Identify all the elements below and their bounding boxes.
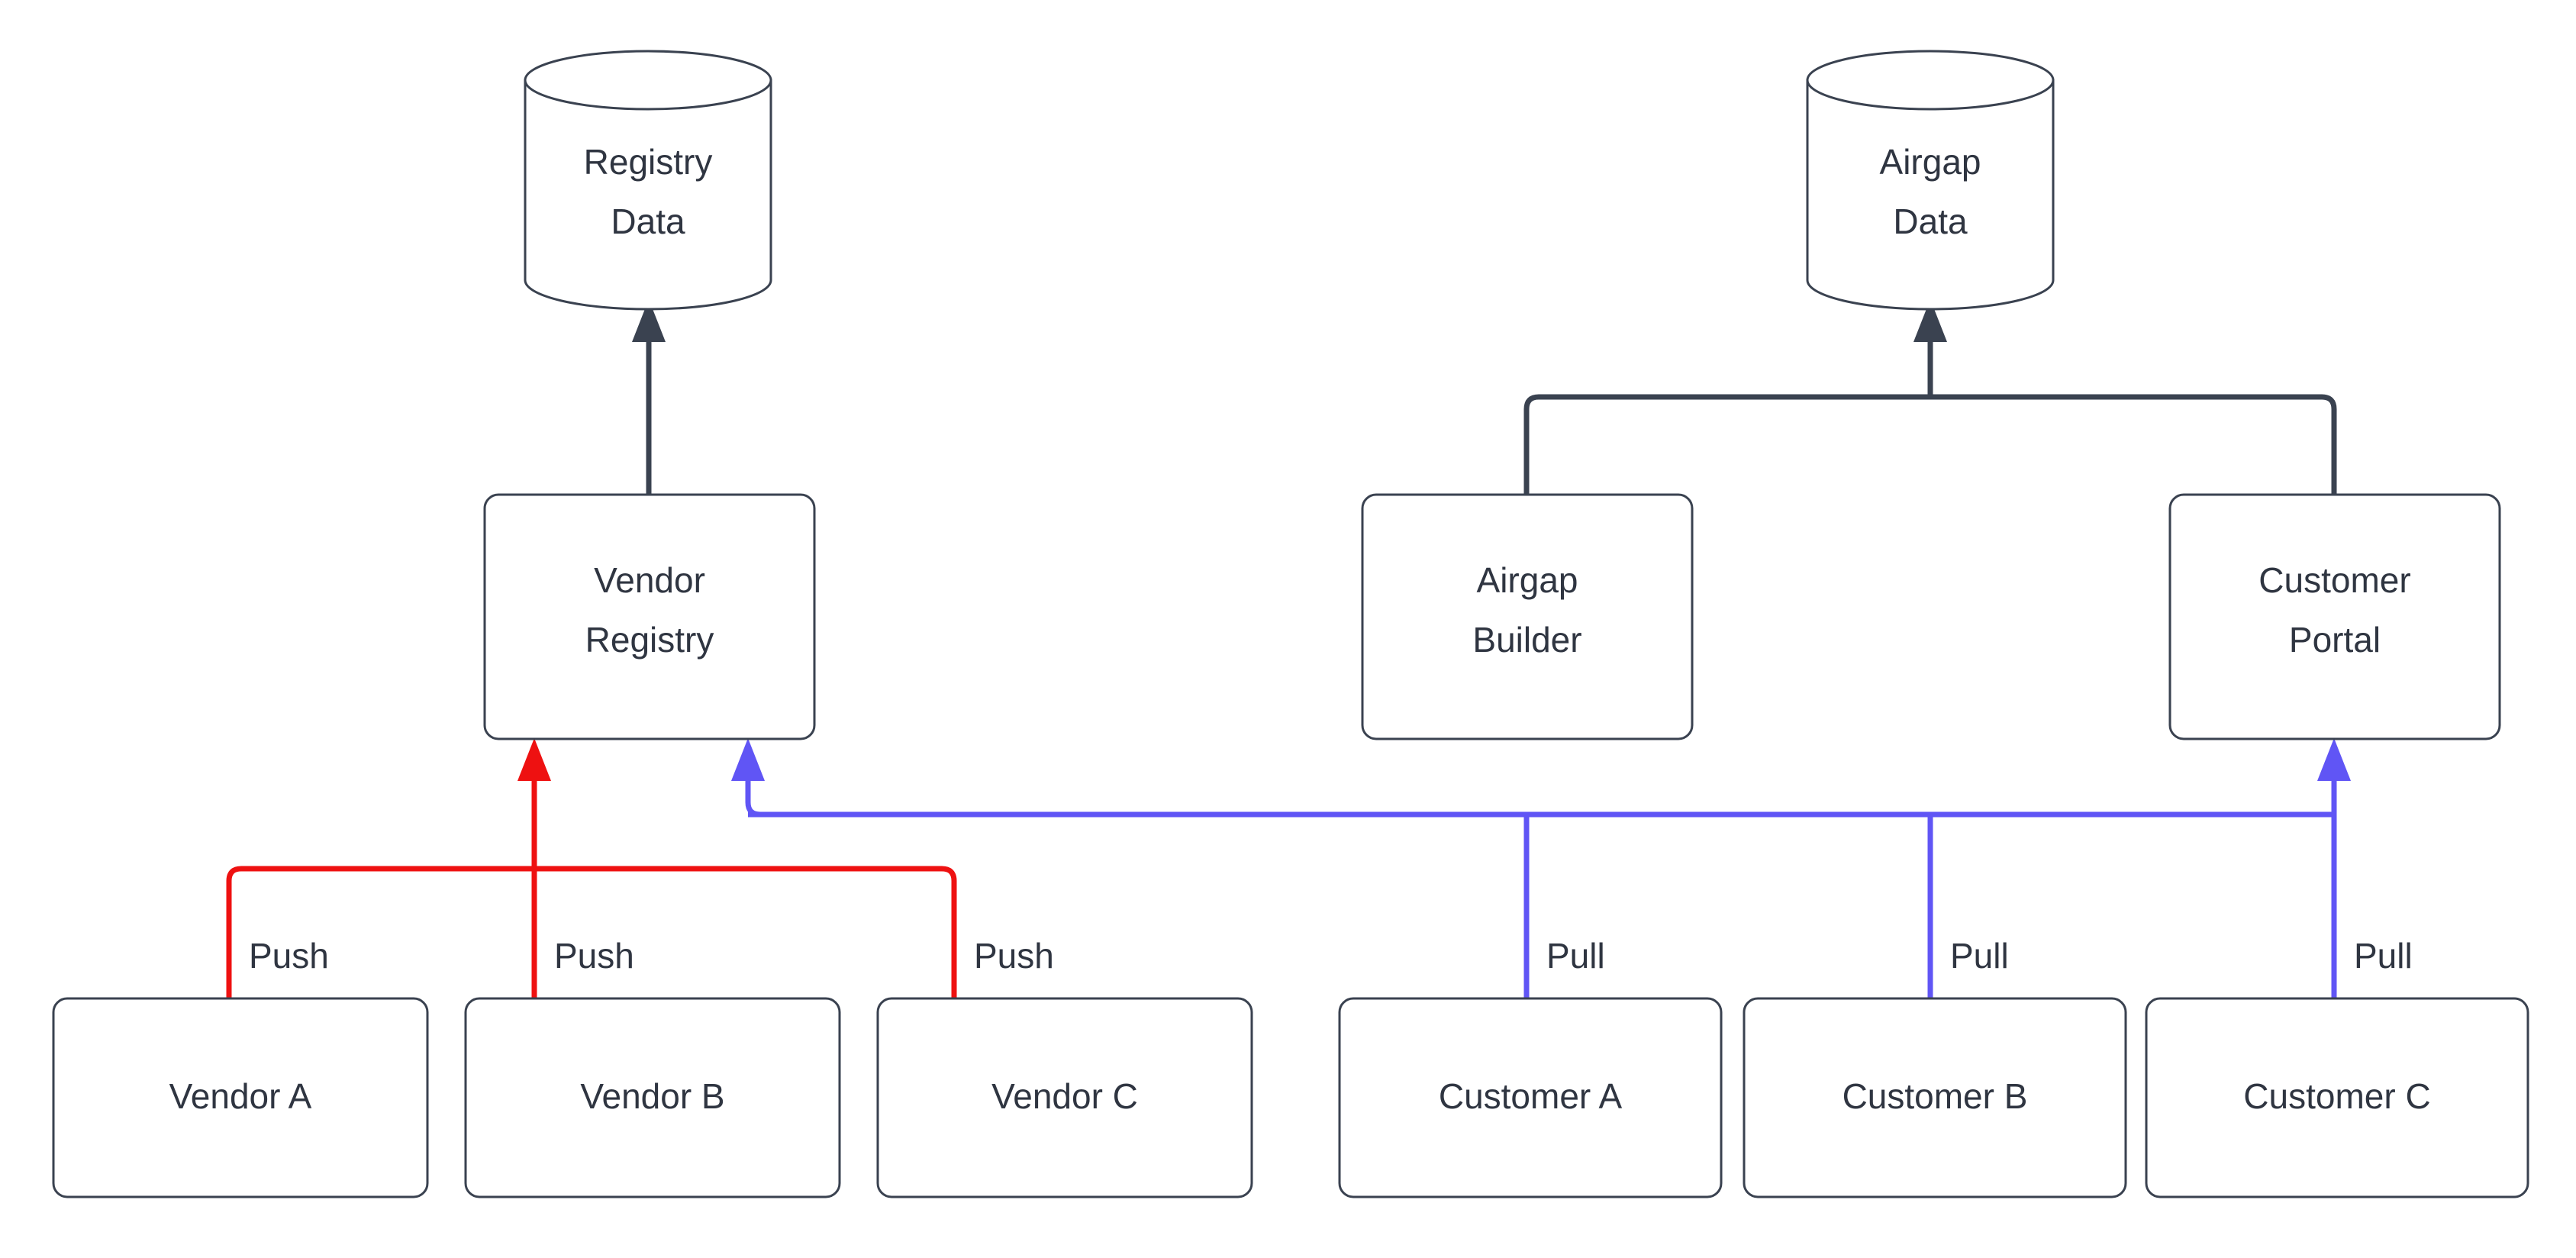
node-customer-c[interactable]: Customer C bbox=[2145, 997, 2529, 1198]
node-airgap-builder[interactable]: Airgap Builder bbox=[1361, 493, 1694, 740]
node-vendor-a-label: Vendor A bbox=[169, 1076, 312, 1116]
edge-label-pull-a: Pull bbox=[1546, 936, 1605, 976]
node-customer-b-label: Customer B bbox=[1843, 1076, 2028, 1116]
node-customer-a[interactable]: Customer A bbox=[1338, 997, 1723, 1198]
edge-label-push-a: Push bbox=[249, 936, 329, 976]
link-vendor-registry-to-registry-data bbox=[632, 299, 666, 495]
node-vendor-registry[interactable]: Vendor Registry bbox=[483, 493, 816, 740]
node-airgap-data-line1: Airgap bbox=[1880, 142, 1981, 182]
node-airgap-builder-line2: Builder bbox=[1472, 620, 1581, 660]
node-registry-data-line1: Registry bbox=[584, 142, 713, 182]
edge-label-push-b: Push bbox=[554, 936, 634, 976]
node-airgap-data[interactable]: Airgap Data bbox=[1806, 50, 2055, 311]
link-pull-bus bbox=[731, 738, 2351, 998]
node-airgap-builder-line1: Airgap bbox=[1477, 560, 1578, 600]
node-vendor-b-label: Vendor B bbox=[580, 1076, 724, 1116]
node-vendor-c-label: Vendor C bbox=[991, 1076, 1138, 1116]
node-customer-c-label: Customer C bbox=[2243, 1076, 2430, 1116]
node-customer-a-label: Customer A bbox=[1439, 1076, 1623, 1116]
node-registry-data[interactable]: Registry Data bbox=[524, 50, 772, 311]
node-vendor-a[interactable]: Vendor A bbox=[52, 997, 429, 1198]
edge-label-pull-c: Pull bbox=[2354, 936, 2413, 976]
node-airgap-data-line2: Data bbox=[1893, 202, 1968, 241]
node-customer-b[interactable]: Customer B bbox=[1743, 997, 2127, 1198]
node-vendor-c[interactable]: Vendor C bbox=[876, 997, 1253, 1198]
node-vendor-b[interactable]: Vendor B bbox=[464, 997, 841, 1198]
node-vendor-registry-line1: Vendor bbox=[594, 560, 705, 600]
node-customer-portal-line1: Customer bbox=[2258, 560, 2410, 600]
node-customer-portal[interactable]: Customer Portal bbox=[2168, 493, 2501, 740]
link-airgap-bracket-to-airgap-data bbox=[1523, 299, 2337, 495]
edge-label-push-c: Push bbox=[974, 936, 1054, 976]
link-push-bus bbox=[226, 738, 957, 998]
node-customer-portal-line2: Portal bbox=[2289, 620, 2381, 660]
node-vendor-registry-line2: Registry bbox=[585, 620, 714, 660]
edge-label-pull-b: Pull bbox=[1950, 936, 2009, 976]
node-registry-data-line2: Data bbox=[611, 202, 685, 241]
